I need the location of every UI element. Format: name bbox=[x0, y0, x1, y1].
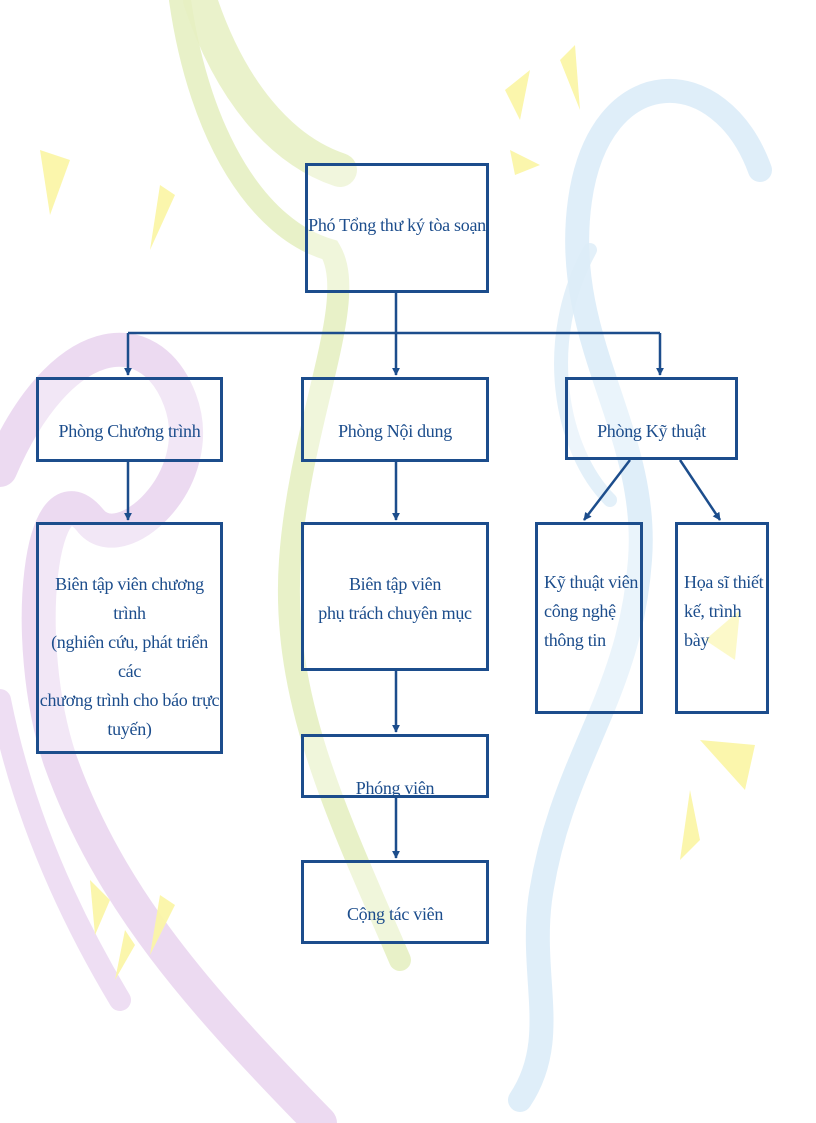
node-deputy-secretary: Phó Tổng thư ký tòa soạn bbox=[305, 163, 489, 293]
node-designer-label: Họa sĩ thiết kế, trình bày bbox=[684, 572, 764, 650]
blue-ribbon-loop bbox=[554, 243, 617, 507]
node-program-dept-label: Phòng Chương trình bbox=[58, 421, 201, 441]
node-reporter: Phóng viên bbox=[301, 734, 489, 798]
arrow-to-designer bbox=[678, 459, 722, 521]
node-it-technician: Kỹ thuật viên công nghệ thông tin bbox=[535, 522, 643, 714]
node-program-editor: Biên tập viên chương trình (nghiên cứu, … bbox=[36, 522, 223, 754]
node-it-technician-label: Kỹ thuật viên công nghệ thông tin bbox=[544, 572, 639, 650]
node-section-editor: Biên tập viên phụ trách chuyên mục bbox=[301, 522, 489, 671]
node-tech-dept: Phòng Kỹ thuật bbox=[565, 377, 738, 460]
confetti bbox=[40, 45, 755, 980]
node-program-dept: Phòng Chương trình bbox=[36, 377, 223, 462]
node-program-editor-label: Biên tập viên chương trình (nghiên cứu, … bbox=[39, 574, 220, 739]
purple-ribbon-loop bbox=[0, 689, 131, 1011]
green-ribbon-fold bbox=[183, 0, 357, 187]
node-reporter-label: Phóng viên bbox=[355, 778, 435, 798]
node-deputy-secretary-label: Phó Tổng thư ký tòa soạn bbox=[308, 215, 486, 235]
arrow-to-it-tech bbox=[583, 459, 631, 521]
purple-ribbon bbox=[0, 332, 337, 1123]
node-content-dept-label: Phòng Nội dung bbox=[338, 421, 452, 441]
node-designer: Họa sĩ thiết kế, trình bày bbox=[675, 522, 769, 714]
node-section-editor-label: Biên tập viên phụ trách chuyên mục bbox=[318, 574, 472, 623]
node-contributor: Cộng tác viên bbox=[301, 860, 489, 944]
green-ribbon bbox=[169, 0, 411, 971]
node-tech-dept-label: Phòng Kỹ thuật bbox=[597, 421, 706, 441]
node-contributor-label: Cộng tác viên bbox=[346, 904, 444, 924]
node-content-dept: Phòng Nội dung bbox=[301, 377, 489, 462]
